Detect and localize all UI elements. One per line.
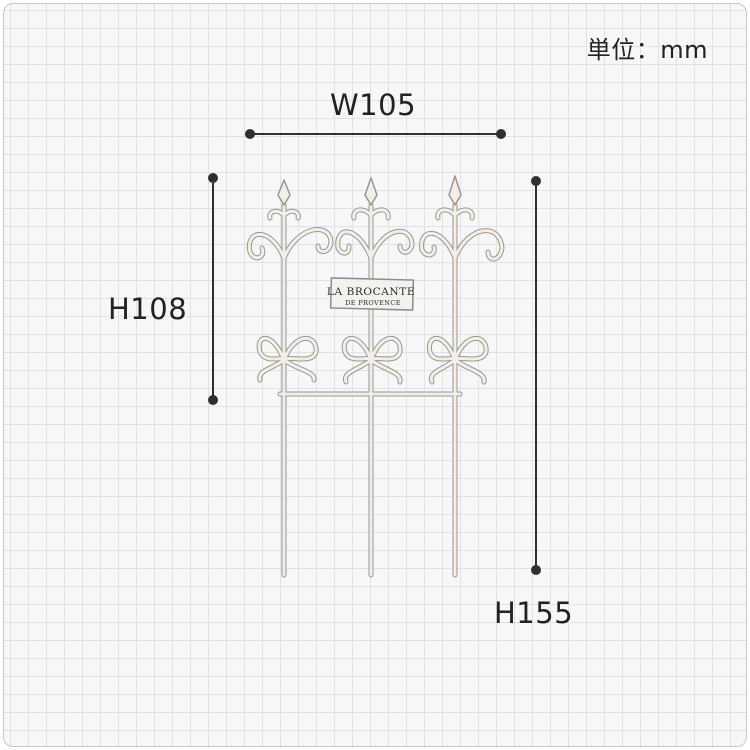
total-height-label: H155 xyxy=(494,596,574,630)
garden-fence-pick xyxy=(246,175,505,578)
height-dimension-line xyxy=(208,173,218,405)
width-label: W105 xyxy=(330,88,417,122)
unit-label: 単位：mm xyxy=(586,36,708,64)
width-dimension-line xyxy=(245,129,506,139)
finials xyxy=(277,175,462,206)
total-height-dimension-line xyxy=(531,176,541,575)
height-label: H108 xyxy=(108,292,188,326)
sign-plate: LA BROCANTE DE PROVENCE xyxy=(327,277,415,311)
grid-background xyxy=(3,3,747,747)
sign-line-2: DE PROVENCE xyxy=(345,299,401,307)
sign-line-1: LA BROCANTE xyxy=(327,286,415,298)
